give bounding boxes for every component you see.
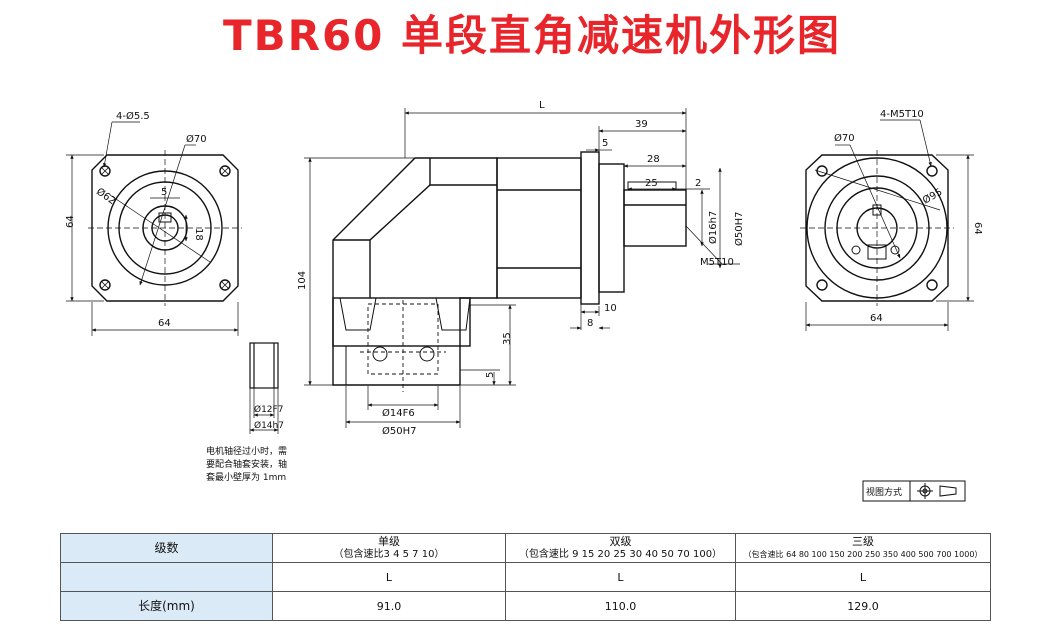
single-stage-ratios: （包含速比3 4 5 7 10）	[333, 549, 445, 560]
triple-length: 129.0	[735, 591, 991, 621]
dim-sleeve-outer: Ø14h7	[254, 420, 284, 431]
dim-left-holes: 4-Ø5.5	[116, 110, 150, 122]
spec-table: 级数 单级 （包含速比3 4 5 7 10） 双级 （包含速比 9 15 20 …	[60, 533, 991, 621]
table-row-length: 长度(mm) 91.0 110.0 129.0	[60, 591, 991, 621]
dim-left-shaft: 18	[193, 228, 204, 241]
shaft-sleeve	[249, 342, 279, 434]
dim-28: 28	[647, 154, 660, 165]
page-title: TBR60 单段直角减速机外形图	[222, 11, 842, 60]
double-stage-ratios: （包含速比 9 15 20 25 30 40 50 70 100）	[518, 549, 723, 560]
triple-stage-ratios: （包含速比 64 80 100 150 200 250 350 400 500 …	[743, 550, 983, 559]
dim-right-width: 64	[870, 313, 883, 324]
dim-104: 104	[297, 271, 308, 290]
header-stages: 级数	[60, 533, 273, 563]
single-L: L	[272, 562, 506, 592]
table-row-header: 级数 单级 （包含速比3 4 5 7 10） 双级 （包含速比 9 15 20 …	[60, 533, 991, 563]
note-line-1: 电机轴径过小时，需	[206, 445, 287, 457]
dim-5b: 5	[485, 372, 496, 378]
dim-right-holes: 4-M5T10	[880, 109, 924, 120]
double-stage-name: 双级	[609, 535, 632, 548]
dim-5: 5	[602, 138, 608, 149]
triple-L: L	[735, 562, 991, 592]
dim-bore-dia: Ø14F6	[382, 407, 415, 419]
view-method-box	[862, 480, 966, 502]
dim-right-pcd: Ø95	[921, 186, 945, 207]
header-double-stage: 双级 （包含速比 9 15 20 25 30 40 50 70 100）	[505, 533, 736, 563]
dim-shaft-dia: Ø16h7	[707, 211, 719, 244]
dim-2: 2	[695, 178, 701, 189]
triple-stage-name: 三级	[852, 535, 874, 548]
dim-35: 35	[502, 332, 513, 345]
dim-bottom-flange-dia: Ø50H7	[382, 425, 416, 437]
dim-right-pilot: Ø70	[834, 132, 855, 144]
row-L-label	[60, 562, 273, 592]
left-flange-view	[66, 121, 242, 336]
dim-10: 10	[604, 303, 617, 314]
table-row-L: L L L	[60, 562, 991, 592]
dim-m5-thread: M5T10	[700, 257, 734, 268]
dim-left-width: 64	[158, 318, 171, 329]
dim-length-L: L	[539, 100, 545, 111]
header-triple-stage: 三级 （包含速比 64 80 100 150 200 250 350 400 5…	[735, 533, 991, 563]
note-line-3: 套最小壁厚为 1mm	[206, 471, 286, 483]
gearbox-side-view	[304, 108, 740, 428]
double-length: 110.0	[505, 591, 736, 621]
single-length: 91.0	[272, 591, 506, 621]
dim-left-pilot: Ø70	[186, 133, 207, 145]
dim-left-height: 64	[65, 215, 76, 228]
dim-39: 39	[635, 119, 648, 130]
dim-left-key: 5	[161, 187, 167, 198]
header-single-stage: 单级 （包含速比3 4 5 7 10）	[272, 533, 506, 563]
note-line-2: 要配合轴套安装，轴	[206, 458, 287, 470]
dim-sleeve-inner: Ø12F7	[254, 404, 283, 415]
dim-8: 8	[587, 318, 593, 329]
dim-left-pcd: Ø62	[94, 185, 118, 207]
dim-25: 25	[645, 178, 658, 189]
dim-right-height: 64	[972, 222, 983, 235]
single-stage-name: 单级	[378, 535, 400, 548]
row-length-label: 长度(mm)	[60, 591, 273, 621]
right-flange-view	[800, 119, 974, 331]
dim-flange-dia: Ø50H7	[733, 212, 745, 246]
double-L: L	[505, 562, 736, 592]
view-method-label: 视图方式	[866, 486, 902, 498]
